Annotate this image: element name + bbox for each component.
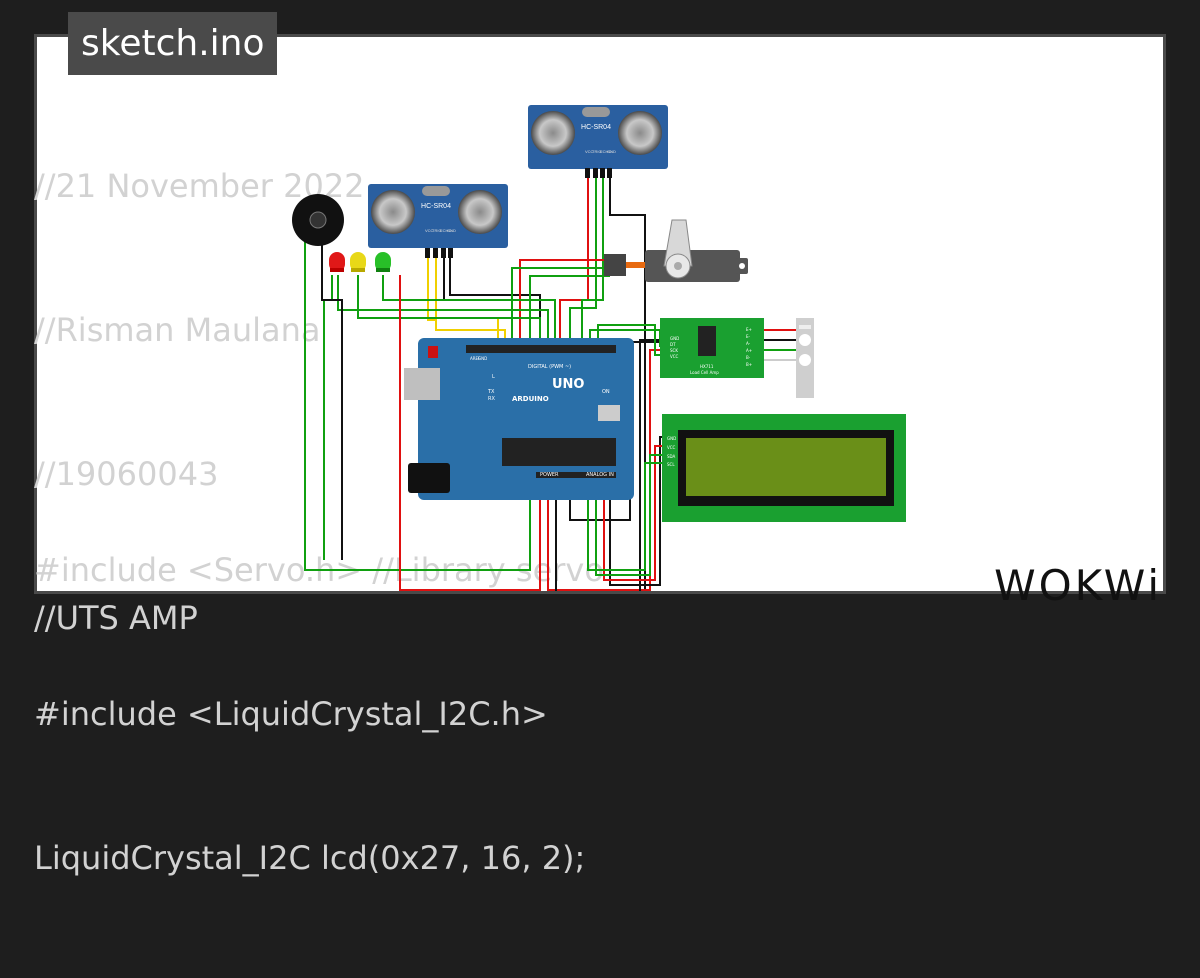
- code-line: //19060043: [34, 455, 219, 493]
- hx711-name: HX711: [700, 364, 714, 369]
- uno-gnd-label: GND: [478, 356, 487, 361]
- file-tab[interactable]: sketch.ino: [68, 12, 278, 75]
- servo-motor[interactable]: [604, 220, 748, 282]
- sonar-label: HC-SR04: [421, 203, 451, 210]
- uno-rx-label: RX: [488, 396, 495, 402]
- ultrasonic-sensor-top[interactable]: HC-SR04 VCC TRIG ECHO GND: [528, 105, 668, 178]
- led-red[interactable]: [329, 252, 345, 272]
- code-line: //Risman Maulana: [34, 311, 321, 349]
- load-cell[interactable]: [796, 318, 814, 398]
- hx711-module[interactable]: GND DT SCK VCC HX711 Load Cell Amp E+ E-…: [660, 318, 764, 378]
- circuit-diagram: HC-SR04 VCC TRIG ECHO GND HC-SR04 VCC TR…: [0, 0, 1200, 630]
- pin-label: GND: [670, 336, 679, 341]
- code-line: #include <LiquidCrystal_I2C.h>: [34, 695, 548, 733]
- ultrasonic-sensor-left[interactable]: HC-SR04 VCC TRIG ECHO GND: [368, 184, 508, 258]
- pin-label: B-: [746, 355, 751, 360]
- hx711-label: Load Cell Amp: [690, 370, 719, 375]
- pin-label: ECHO: [440, 228, 452, 233]
- pin-label: GND: [447, 228, 456, 233]
- arduino-uno[interactable]: UNO ARDUINO DIGITAL (PWM ~) ANALOG IN PO…: [404, 338, 634, 500]
- uno-analog-label: ANALOG IN: [586, 472, 614, 478]
- sonar-label: HC-SR04: [581, 124, 611, 131]
- pin-label: TRIG: [592, 149, 602, 154]
- uno-tx-label: TX: [487, 389, 495, 395]
- uno-aref-label: AREF: [470, 356, 481, 361]
- pin-label: GND: [667, 436, 676, 441]
- pin-label: TRIG: [432, 228, 442, 233]
- pin-label: A-: [746, 341, 751, 346]
- pin-label: VCC: [667, 445, 676, 450]
- uno-power-label: POWER: [540, 472, 559, 478]
- pin-label: GND: [607, 149, 616, 154]
- wokwi-logo: WOKWi: [994, 561, 1162, 610]
- buzzer[interactable]: [292, 194, 344, 246]
- pin-label: SCL: [667, 462, 675, 467]
- logo-text: WOKWi: [994, 561, 1162, 610]
- led-green[interactable]: [375, 252, 391, 272]
- pin-label: VCC: [585, 149, 594, 154]
- uno-on-label: ON: [602, 389, 610, 395]
- pin-label: A+: [746, 348, 752, 353]
- pin-label: E+: [746, 327, 752, 332]
- uno-brand: UNO: [552, 377, 585, 392]
- pin-label: ECHO: [600, 149, 612, 154]
- pin-label: SCK: [670, 348, 678, 353]
- uno-digital-label: DIGITAL (PWM ~): [528, 364, 571, 370]
- uno-l-label: L: [492, 374, 495, 380]
- lcd-display[interactable]: GND VCC SDA SCL: [662, 414, 906, 522]
- code-line: LiquidCrystal_I2C lcd(0x27, 16, 2);: [34, 839, 586, 877]
- code-line: //21 November 2022: [34, 167, 365, 205]
- pin-label: E-: [746, 334, 751, 339]
- pin-label: DT: [670, 342, 676, 347]
- led-yellow[interactable]: [350, 252, 366, 272]
- uno-subtitle: ARDUINO: [512, 395, 549, 403]
- file-tab-title: sketch.ino: [81, 23, 265, 64]
- pin-label: VCC: [425, 228, 434, 233]
- pin-label: VCC: [670, 354, 679, 359]
- pin-label: B+: [746, 362, 752, 367]
- pin-label: SDA: [667, 454, 676, 459]
